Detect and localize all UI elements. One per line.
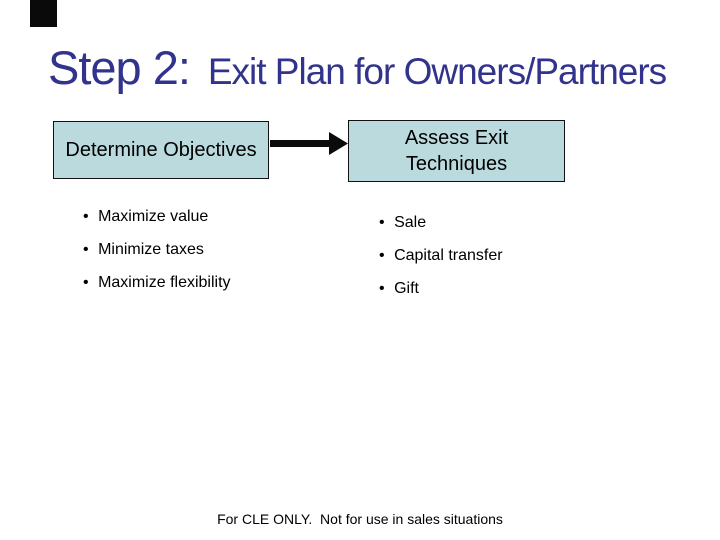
list-item-label: Maximize value (98, 208, 209, 225)
flow-box-assess-exit-techniques: Assess Exit Techniques (348, 120, 565, 182)
objectives-bullet-list: • Maximize value • Minimize taxes • Maxi… (83, 207, 231, 306)
bullet-icon: • (379, 247, 385, 264)
bullet-icon: • (379, 280, 385, 297)
flow-arrow-icon (270, 132, 348, 155)
list-item: • Sale (379, 213, 503, 233)
techniques-bullet-list: • Sale • Capital transfer • Gift (379, 213, 503, 312)
bullet-icon: • (379, 214, 385, 231)
list-item: • Minimize taxes (83, 240, 231, 260)
flow-box-label: Determine Objectives (65, 139, 257, 161)
title-step-prefix: Step 2: (48, 41, 191, 94)
bullet-icon: • (83, 208, 89, 225)
list-item-label: Gift (394, 280, 419, 297)
bullet-icon: • (83, 274, 89, 291)
list-item-label: Maximize flexibility (98, 274, 231, 291)
list-item-label: Sale (394, 214, 427, 231)
title-subject: Exit Plan for Owners/Partners (207, 51, 667, 92)
bullet-icon: • (83, 241, 89, 258)
flow-box-determine-objectives: Determine Objectives (53, 121, 269, 179)
list-item: • Maximize flexibility (83, 273, 231, 293)
list-item: • Capital transfer (379, 246, 503, 266)
list-item: • Gift (379, 279, 503, 299)
page-title: Step 2: Exit Plan for Owners/Partners (48, 41, 667, 94)
list-item-label: Capital transfer (394, 247, 503, 264)
corner-artifact-mark (30, 0, 57, 27)
list-item: • Maximize value (83, 207, 231, 227)
flow-box-label: Assess Exit Techniques (404, 127, 509, 175)
list-item-label: Minimize taxes (98, 241, 204, 258)
footer-disclaimer: For CLE ONLY. Not for use in sales situa… (217, 511, 503, 527)
